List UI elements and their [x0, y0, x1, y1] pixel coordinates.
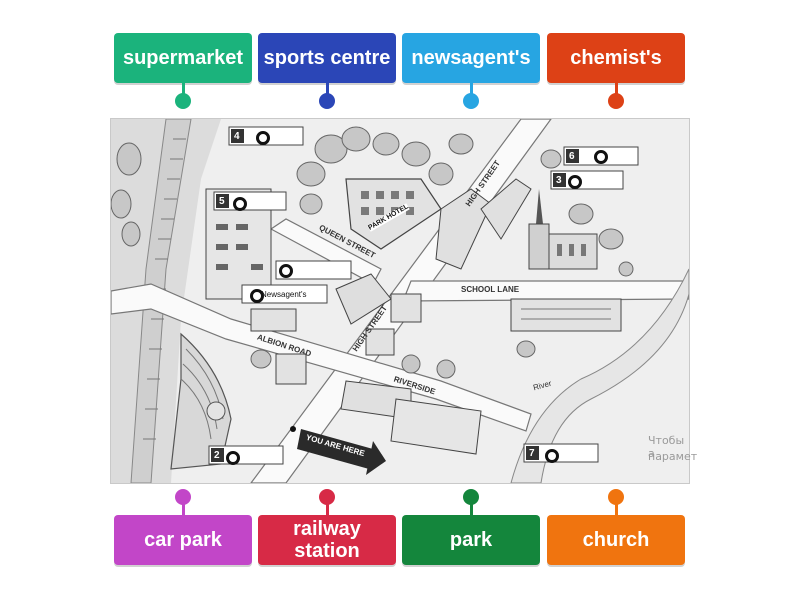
drop-zone-4[interactable]	[256, 131, 270, 145]
tile-chemists[interactable]: chemist's	[547, 33, 685, 83]
newsagents-label: Newsagent's	[261, 290, 307, 299]
tile-label: car park	[144, 529, 222, 551]
tile-park[interactable]: park	[402, 515, 540, 565]
drop-zone-3[interactable]	[568, 175, 582, 189]
connector-dot[interactable]	[175, 489, 191, 505]
map-number-6: 6	[569, 151, 575, 162]
connector-dot[interactable]	[463, 489, 479, 505]
map-drawing	[111, 119, 689, 483]
drop-zone-1[interactable]	[279, 264, 293, 278]
connector-stem	[182, 503, 185, 516]
map-number-2: 2	[214, 450, 220, 461]
tile-car-park[interactable]: car park	[114, 515, 252, 565]
tile-label: sports centre	[263, 47, 391, 69]
connector-dot[interactable]	[608, 93, 624, 109]
map-number-4: 4	[234, 131, 240, 142]
tile-label: newsagent's	[411, 47, 531, 69]
connector-dot[interactable]	[463, 93, 479, 109]
drop-zone-2[interactable]	[226, 451, 240, 465]
tile-label: chemist's	[570, 47, 662, 69]
tile-label: park	[449, 529, 493, 551]
connector-dot[interactable]	[608, 489, 624, 505]
drop-zone-newsagents[interactable]	[250, 289, 264, 303]
tile-railway-station[interactable]: railway station	[258, 515, 396, 565]
tile-supermarket[interactable]: supermarket	[114, 33, 252, 83]
map-number-3: 3	[556, 175, 562, 186]
connector-stem	[615, 503, 618, 516]
connector-stem	[182, 83, 185, 95]
town-map: 4 6 3 5 2 7 QUEEN STREET HIGH STREET HIG…	[110, 118, 697, 484]
drop-zone-6[interactable]	[594, 150, 608, 164]
connector-stem	[470, 503, 473, 516]
connector-dot[interactable]	[319, 93, 335, 109]
connector-stem	[326, 83, 329, 95]
map-number-5: 5	[219, 196, 225, 207]
watermark-line-2: парамет	[648, 450, 698, 463]
tile-label: railway station	[293, 518, 361, 562]
tile-label: church	[582, 529, 650, 551]
map-number-7: 7	[529, 448, 535, 459]
drop-zone-5[interactable]	[233, 197, 247, 211]
tile-church[interactable]: church	[547, 515, 685, 565]
tile-sports-centre[interactable]: sports centre	[258, 33, 396, 83]
connector-dot[interactable]	[175, 93, 191, 109]
connector-stem	[615, 83, 618, 95]
connector-stem	[326, 503, 329, 516]
tile-newsagents[interactable]: newsagent's	[402, 33, 540, 83]
connector-dot[interactable]	[319, 489, 335, 505]
drop-zone-7[interactable]	[545, 449, 559, 463]
street-school-lane: SCHOOL LANE	[461, 285, 520, 294]
tile-label: supermarket	[122, 47, 244, 69]
watermark-line-1: Чтобы а	[648, 434, 685, 460]
connector-stem	[470, 83, 473, 95]
